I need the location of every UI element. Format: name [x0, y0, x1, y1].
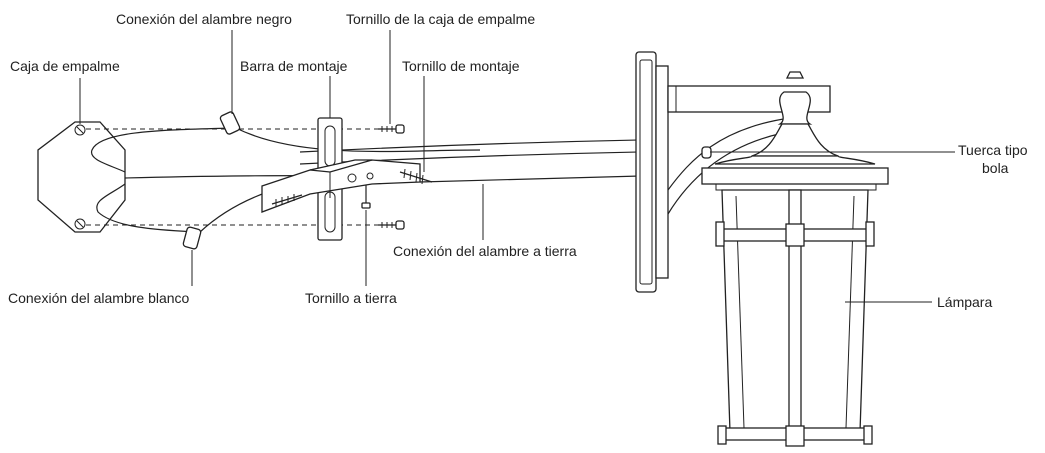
label-ball-nut-line1: Tuerca tipo	[958, 142, 1028, 158]
label-white-wire: Conexión del alambre blanco	[8, 290, 190, 306]
label-ball-nut-line2: bola	[982, 160, 1009, 176]
mounting-bar	[261, 117, 421, 241]
mounting-screw-right	[399, 168, 433, 185]
white-wire-nut	[182, 226, 202, 250]
label-black-wire: Conexión del alambre negro	[116, 11, 292, 27]
lamp-fixture	[701, 71, 889, 447]
ground-screw	[361, 185, 371, 209]
label-ground-wire: Conexión del alambre a tierra	[393, 243, 577, 259]
label-ground-screw: Tornillo a tierra	[305, 290, 397, 306]
black-wire-nut	[219, 111, 241, 135]
wall-plate	[635, 51, 669, 293]
label-junction-box: Caja de empalme	[10, 58, 120, 74]
label-mounting-screw: Tornillo de montaje	[402, 58, 520, 74]
label-mounting-bar: Barra de montaje	[240, 58, 348, 74]
leader-lines	[79, 30, 955, 303]
label-box-screw: Tornillo de la caja de empalme	[346, 11, 535, 27]
box-screw-top	[378, 124, 405, 134]
junction-box	[37, 121, 126, 233]
box-screw-bottom	[378, 220, 405, 230]
label-lamp: Lámpara	[937, 294, 992, 310]
mounting-screw-left	[271, 194, 303, 207]
